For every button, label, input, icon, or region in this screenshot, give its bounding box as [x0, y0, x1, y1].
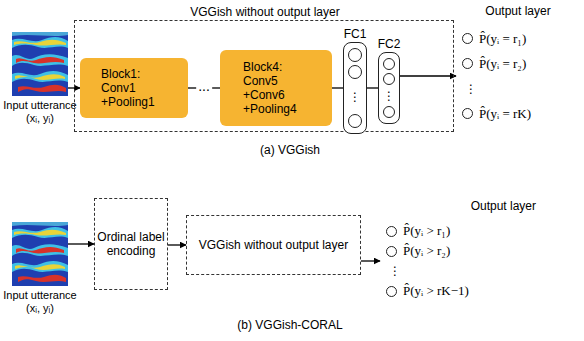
probability-label: P̂(yᵢ > rK−1) — [403, 283, 469, 299]
ellipsis: ⋮ — [389, 264, 401, 278]
output-layer: Output layerP̂(yᵢ > r₁)P̂(yᵢ > r₂)⋮P̂(yᵢ… — [380, 215, 544, 307]
output-units: P̂(yᵢ = r₁) P̂(yᵢ = r₂)⋮P̂(yᵢ = rK) — [462, 26, 580, 126]
neuron-circle — [348, 114, 362, 128]
fc-layer: FC2⋮ — [378, 52, 400, 124]
neuron-circle — [383, 73, 395, 85]
connector — [400, 75, 456, 76]
layer-name: FC1 — [344, 27, 367, 41]
math-label: (xᵢ, yᵢ) — [26, 302, 54, 315]
output-unit: ⋮ — [386, 262, 540, 280]
connector — [361, 260, 380, 261]
dashed-group: VGGish without output layerBlock1: Conv1… — [74, 20, 454, 132]
output-unit: P̂(yᵢ = rK) — [462, 105, 580, 123]
connector — [332, 87, 343, 88]
neuron-circle — [462, 33, 473, 44]
group-title: VGGish without output layer — [190, 5, 339, 19]
output-layer: Output layerP̂(yᵢ = r₁)P̂(yᵢ = r₂)⋮P̂(yᵢ… — [456, 20, 584, 132]
output-unit: ⋮ — [462, 80, 580, 98]
subfigure-caption: (b) VGGish-CORAL — [237, 318, 342, 332]
output-unit: P̂(yᵢ = r₁) — [462, 30, 580, 48]
math-label: (xᵢ, yᵢ) — [26, 112, 54, 125]
probability-label: P̂(yᵢ = r₂) — [479, 56, 526, 72]
conv-block: Block4: Conv5 +Conv6 +Pooling4 — [220, 50, 332, 126]
caption-text: Input utterance — [3, 289, 76, 302]
connector — [367, 87, 378, 88]
output-unit: P̂(yᵢ > r₁) — [386, 222, 540, 240]
input-spectrogram: Input utterance(xᵢ, yᵢ) — [12, 222, 68, 286]
neuron-circle — [462, 58, 473, 69]
output-unit: P̂(yᵢ > r₂) — [386, 242, 540, 260]
neuron-circle — [383, 106, 395, 118]
encoding-box: Ordinal label encoding — [94, 198, 168, 290]
conv-block: Block1: Conv1 +Pooling1 — [80, 58, 188, 118]
edge-label: ... — [196, 80, 212, 92]
input-spectrogram: Input utterance(xᵢ, yᵢ) — [12, 32, 68, 96]
neuron-circle — [383, 58, 395, 70]
output-units: P̂(yᵢ > r₁) P̂(yᵢ > r₂)⋮P̂(yᵢ > rK−1) — [386, 221, 540, 301]
spectrogram-b — [12, 222, 68, 286]
probability-label: P̂(yᵢ = rK) — [479, 106, 531, 122]
output-unit: P̂(yᵢ > rK−1) — [386, 282, 540, 300]
connector — [168, 244, 186, 245]
neuron-circle — [348, 48, 362, 62]
layer-name: FC2 — [378, 37, 401, 51]
box-text: VGGish without output layer — [199, 238, 348, 252]
probability-label: P̂(yᵢ = r₁) — [479, 31, 526, 47]
probability-label: P̂(yᵢ > r₂) — [403, 243, 450, 259]
neuron-circle — [462, 108, 473, 119]
neuron-circle — [386, 226, 397, 237]
neuron-circle — [386, 286, 397, 297]
fc-layer: FC1⋮ — [343, 42, 367, 134]
group-title: Output layer — [485, 4, 550, 18]
ellipsis: ⋮ — [383, 89, 395, 103]
group-title: Output layer — [471, 199, 536, 213]
spectrogram-a — [12, 32, 68, 96]
subfigure-caption: (a) VGGish — [260, 143, 320, 157]
neuron-circle — [348, 65, 362, 79]
probability-label: P̂(yᵢ > r₁) — [403, 223, 450, 239]
box-text: Ordinal label encoding — [95, 230, 167, 258]
caption-text: Input utterance — [3, 99, 76, 112]
ellipsis: ⋮ — [349, 90, 361, 104]
ellipsis: ⋮ — [465, 82, 477, 96]
box-text: Block1: Conv1 +Pooling1 — [101, 67, 167, 109]
connector — [68, 243, 94, 244]
neuron-circle — [386, 246, 397, 257]
output-unit: P̂(yᵢ = r₂) — [462, 55, 580, 73]
box-text: Block4: Conv5 +Conv6 +Pooling4 — [243, 60, 309, 116]
dashed-box: VGGish without output layer — [186, 215, 361, 275]
